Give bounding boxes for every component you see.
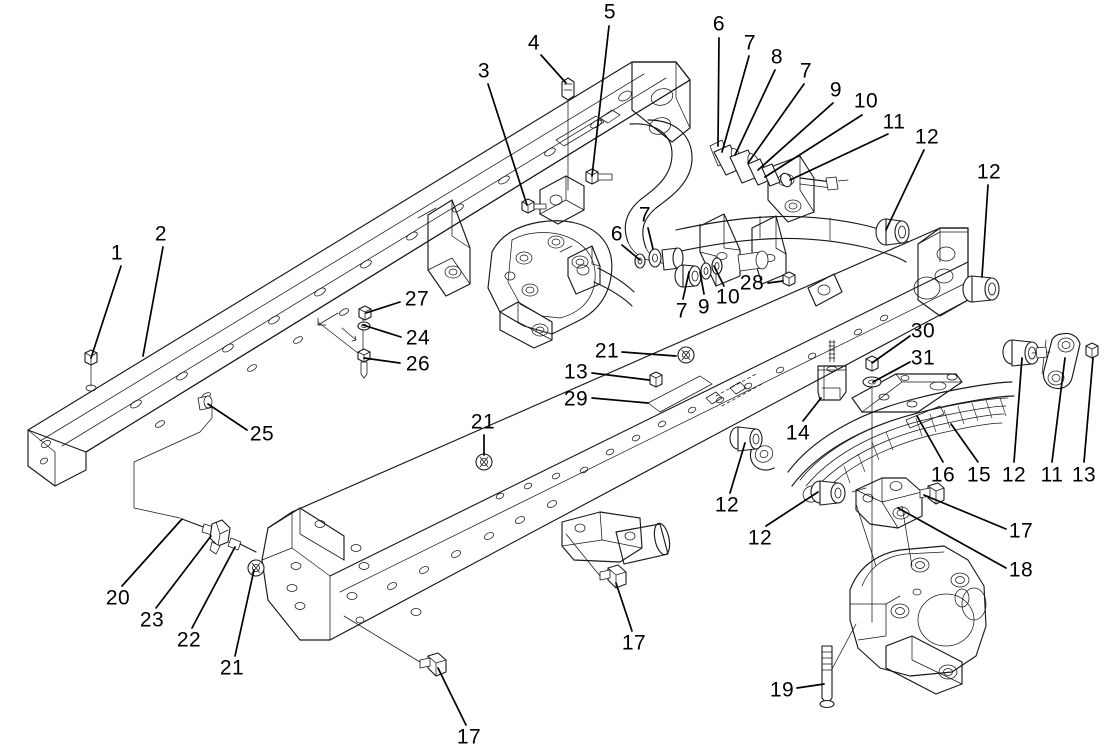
callout-13-b[interactable]: 13 (1071, 463, 1097, 487)
callout-9-lower[interactable]: 9 (697, 295, 711, 319)
callout-7-upper-b[interactable]: 7 (799, 59, 813, 83)
callout-16[interactable]: 16 (930, 463, 956, 487)
callout-14[interactable]: 14 (785, 421, 811, 445)
shackle-link-11 (1041, 332, 1081, 390)
cross-member-assembly (624, 119, 1000, 303)
callout-17-a[interactable]: 17 (1008, 519, 1034, 543)
callout-3[interactable]: 3 (477, 59, 491, 83)
leader-lines (90, 25, 1094, 726)
nuts-on-rail (475, 346, 695, 471)
callout-4[interactable]: 4 (527, 31, 541, 55)
bushing-12e (810, 480, 846, 506)
callout-7-lower-a[interactable]: 7 (638, 203, 652, 227)
callout-18[interactable]: 18 (1008, 558, 1034, 582)
rail-bracket-upper (521, 77, 613, 225)
callout-8[interactable]: 8 (770, 45, 784, 69)
callout-10-upper[interactable]: 10 (853, 89, 879, 113)
callout-23[interactable]: 23 (139, 608, 165, 632)
callout-27[interactable]: 27 (404, 287, 430, 311)
bushing-12d (729, 426, 763, 452)
callout-10-lower[interactable]: 10 (715, 285, 741, 309)
callout-12-d[interactable]: 12 (714, 493, 740, 517)
center-tube-bracket (561, 511, 671, 589)
bump-stop-14 (817, 339, 847, 401)
spring-seat-plate (851, 373, 963, 413)
callout-31[interactable]: 31 (910, 346, 936, 370)
callout-11-b[interactable]: 11 (1040, 463, 1064, 487)
callout-21-b[interactable]: 21 (594, 339, 620, 363)
callout-12-e[interactable]: 12 (747, 526, 773, 550)
hardware-27-24-26 (317, 305, 372, 379)
bolt-3 (521, 198, 547, 214)
nut-21b (677, 346, 695, 364)
rear-knuckle-housing (819, 441, 987, 709)
bushing-12c (1002, 339, 1040, 367)
bushing-12a (875, 218, 910, 246)
callout-7-upper-a[interactable]: 7 (743, 31, 757, 55)
callout-7-lower-b[interactable]: 7 (675, 299, 689, 323)
callout-30[interactable]: 30 (910, 319, 936, 343)
callout-22[interactable]: 22 (176, 628, 202, 652)
callout-21-a[interactable]: 21 (470, 410, 496, 434)
callout-13-a[interactable]: 13 (563, 360, 589, 384)
callout-29[interactable]: 29 (563, 387, 589, 411)
callout-1[interactable]: 1 (110, 241, 124, 265)
callout-19[interactable]: 19 (769, 678, 795, 702)
hardware-stack-upper (709, 139, 792, 188)
bolt-17c (343, 615, 447, 677)
callout-2[interactable]: 2 (154, 222, 168, 246)
callout-12-a[interactable]: 12 (914, 125, 940, 149)
callout-28[interactable]: 28 (739, 271, 765, 295)
callout-9-upper[interactable]: 9 (829, 78, 843, 102)
frame-rail-right (261, 227, 969, 641)
front-knuckle-bracket (487, 220, 635, 349)
callout-17-b[interactable]: 17 (621, 631, 647, 655)
callout-6-upper[interactable]: 6 (712, 12, 726, 36)
callout-24[interactable]: 24 (405, 326, 431, 350)
frame-rail-left (27, 61, 691, 487)
nut-21a (475, 453, 493, 471)
callout-17-c[interactable]: 17 (456, 725, 482, 749)
callout-12-c[interactable]: 12 (1001, 463, 1027, 487)
nut-13a (649, 371, 663, 388)
bushing-12b (962, 275, 1000, 303)
callout-25[interactable]: 25 (249, 422, 275, 446)
nut-13b (1085, 342, 1099, 359)
callout-6-lower[interactable]: 6 (610, 222, 624, 246)
callout-12-b[interactable]: 12 (976, 160, 1002, 184)
bolt-5 (585, 168, 613, 185)
callout-21-c[interactable]: 21 (219, 656, 245, 680)
brake-line-assembly (133, 395, 265, 577)
callout-20[interactable]: 20 (105, 586, 131, 610)
callout-5[interactable]: 5 (603, 0, 617, 24)
bolt-17b (599, 564, 627, 589)
callout-11-upper[interactable]: 11 (882, 110, 906, 134)
callout-15[interactable]: 15 (966, 463, 992, 487)
callout-26[interactable]: 26 (405, 352, 431, 376)
carriage-bolt-19 (819, 645, 835, 709)
